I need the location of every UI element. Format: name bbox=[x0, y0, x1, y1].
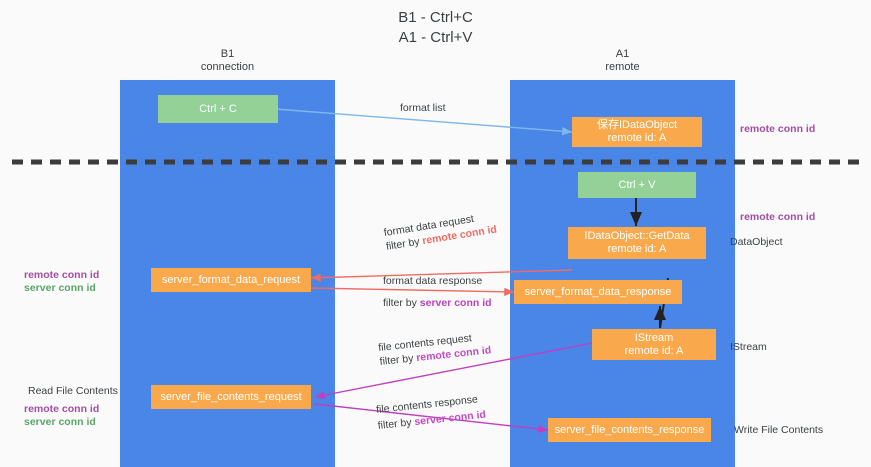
column-header-a1: A1 remote bbox=[510, 48, 735, 74]
node-idataobject-top-sub: remote id: A bbox=[607, 132, 667, 144]
node-istream[interactable]: IStream remote id: A bbox=[592, 329, 716, 360]
node-ctrl-v-label: Ctrl + V bbox=[618, 178, 656, 191]
node-server-file-contents-response[interactable]: server_file_contents_response bbox=[548, 418, 711, 442]
edge-label-format-list-text: format list bbox=[400, 102, 446, 114]
node-ctrl-c[interactable]: Ctrl + C bbox=[158, 95, 278, 123]
node-server-file-contents-response-label: server_file_contents_response bbox=[554, 423, 705, 436]
annotation-right-remote-conn-id-mid: remote conn id bbox=[740, 211, 816, 223]
column-header-a1-name: A1 bbox=[615, 48, 630, 60]
edge-label-file-contents-request-prefix: filter by bbox=[379, 352, 417, 368]
edge-label-file-contents-response-prefix: filter by bbox=[377, 416, 416, 432]
node-getdata[interactable]: IDataObject::GetData remote id: A bbox=[568, 227, 706, 259]
node-server-format-data-request[interactable]: server_format_data_request bbox=[151, 268, 311, 292]
node-server-format-data-response-label: server_format_data_response bbox=[524, 285, 672, 298]
node-ctrl-c-label: Ctrl + C bbox=[199, 102, 237, 115]
column-header-b1-name: B1 bbox=[220, 48, 235, 60]
node-server-format-data-request-label: server_format_data_request bbox=[161, 273, 301, 286]
annotation-right-dataobject: DataObject bbox=[730, 236, 783, 248]
annotation-right-remote-conn-id-top: remote conn id bbox=[740, 123, 816, 135]
column-header-b1: B1 connection bbox=[120, 48, 335, 74]
edge-label-format-data-response: format data response filter by server co… bbox=[383, 274, 492, 310]
annotation-left-read-file-contents: Read File Contents bbox=[28, 385, 118, 397]
edge-label-format-data-response-key: server conn id bbox=[419, 297, 492, 309]
column-header-a1-role: remote bbox=[605, 61, 640, 73]
annotation-left-server-conn-id-bottom: server conn id bbox=[24, 416, 96, 428]
edge-label-file-contents-response: file contents response filter by server … bbox=[375, 392, 487, 433]
annotation-left-remote-conn-id-mid: remote conn id bbox=[24, 269, 100, 281]
node-server-file-contents-request[interactable]: server_file_contents_request bbox=[151, 385, 311, 409]
title-line-1: B1 - Ctrl+C bbox=[398, 9, 473, 26]
edge-label-format-data-request: format data request filter by remote con… bbox=[383, 209, 498, 254]
edge-label-file-contents-request: file contents request filter by remote c… bbox=[378, 329, 492, 369]
edge-label-format-data-response-prefix: filter by bbox=[383, 297, 420, 309]
annotation-right-istream: IStream bbox=[730, 341, 767, 353]
node-istream-sub: remote id: A bbox=[624, 344, 684, 357]
page-title: B1 - Ctrl+C A1 - Ctrl+V bbox=[0, 8, 871, 48]
node-server-file-contents-request-label: server_file_contents_request bbox=[160, 390, 302, 403]
node-istream-label: IStream bbox=[634, 331, 674, 344]
node-getdata-sub: remote id: A bbox=[607, 243, 667, 255]
node-idataobject-top[interactable]: 保存IDataObject remote id: A bbox=[572, 117, 702, 147]
edge-label-format-list: format list bbox=[400, 101, 446, 115]
edge-label-format-data-response-text: format data response bbox=[383, 275, 483, 287]
node-server-format-data-response[interactable]: server_format_data_response bbox=[514, 280, 682, 304]
node-getdata-label: IDataObject::GetData bbox=[584, 230, 690, 242]
annotation-left-remote-conn-id-bottom: remote conn id bbox=[24, 403, 100, 415]
annotation-left-server-conn-id-mid: server conn id bbox=[24, 282, 96, 294]
node-ctrl-v[interactable]: Ctrl + V bbox=[578, 172, 696, 198]
annotation-right-write-file-contents: Write File Contents bbox=[734, 424, 824, 436]
node-idataobject-top-label: 保存IDataObject bbox=[596, 119, 678, 131]
column-header-b1-role: connection bbox=[200, 61, 255, 73]
title-line-2: A1 - Ctrl+V bbox=[398, 29, 473, 46]
